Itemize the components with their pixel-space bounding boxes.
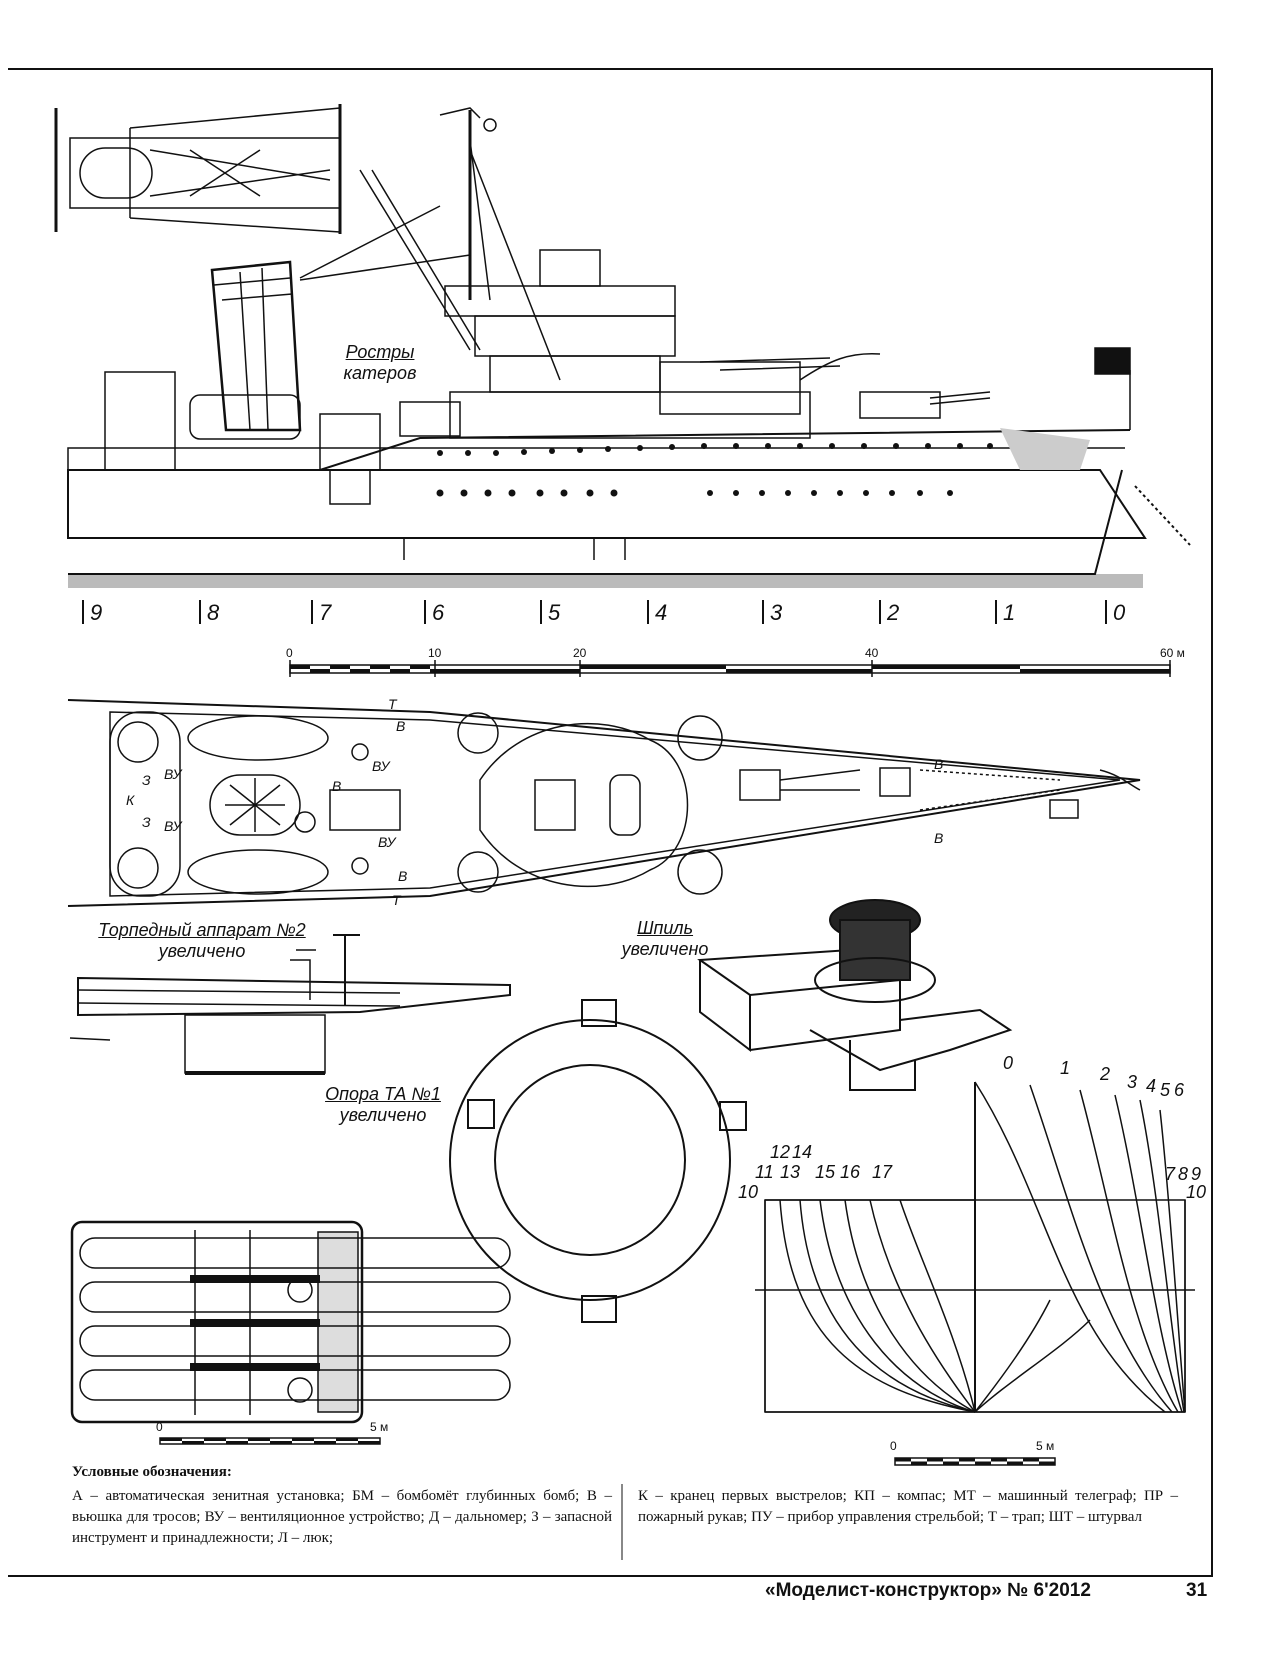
station-4: 4	[1146, 1076, 1157, 1096]
deck-letter-v-2: В	[332, 778, 342, 794]
station-1: 1	[1060, 1058, 1071, 1078]
deck-letter-v-3: В	[398, 868, 408, 884]
deck-letter-vu-4: ВУ	[378, 834, 396, 850]
deck-letter-vu-3: ВУ	[164, 818, 182, 834]
station-6: 6	[1174, 1080, 1185, 1100]
capstan-drawing	[697, 899, 1013, 1091]
main-scale-0: 0	[286, 646, 293, 660]
magazine-title: «Моделист-конструктор» № 6'2012	[765, 1580, 1091, 1601]
frame-mark-2: 2	[887, 600, 900, 625]
deck-letter-z-2: З	[142, 814, 151, 830]
main-scale-40: 40	[865, 646, 879, 660]
station-7: 7	[1165, 1164, 1176, 1184]
body-plan	[755, 1081, 1195, 1413]
frame-mark-0: 0	[1113, 600, 1126, 625]
frame-mark-3: 3	[770, 600, 783, 625]
deck-plan	[67, 699, 1141, 907]
side-profile	[54, 104, 1191, 588]
frame-mark-1: 1	[1003, 600, 1016, 625]
torpedo-tube-drawing	[69, 934, 511, 1075]
ta-support-label: Опора ТА №1 увеличено	[325, 1084, 441, 1125]
frame-mark-ticks	[82, 600, 1107, 624]
main-scale-20: 20	[573, 646, 587, 660]
station-14: 14	[792, 1142, 813, 1162]
station-2: 2	[1100, 1064, 1111, 1084]
station-11: 11	[755, 1162, 774, 1182]
body-plan-scale-bar	[894, 1457, 1056, 1466]
deck-letter-v-1: В	[396, 718, 406, 734]
ta-support-ring	[449, 999, 747, 1323]
station-17: 17	[872, 1162, 893, 1182]
body-plan-scale-0: 0	[890, 1439, 897, 1453]
deck-letter-v-bow-2: В	[934, 830, 944, 846]
detail-scale-0: 0	[156, 1420, 163, 1434]
station-13: 13	[780, 1162, 801, 1182]
deck-letter-z-1: З	[142, 772, 151, 788]
station-0: 0	[1003, 1053, 1014, 1073]
detail-scale-5: 5 м	[370, 1420, 389, 1434]
depth-charge-rack	[70, 1220, 511, 1424]
deck-letter-vu-2: ВУ	[164, 766, 182, 782]
boat-chocks-label: Ростры катеров	[343, 342, 417, 383]
torpedo-tube-label: Торпедный аппарат №2 увеличено	[98, 920, 306, 961]
station-10-right: 10	[1186, 1182, 1207, 1202]
legend-title: Условные обозначения:	[72, 1464, 232, 1480]
legend-left: А – автоматическая зенитная установка; Б…	[72, 1488, 612, 1546]
frame-mark-8: 8	[207, 600, 220, 625]
main-scale-bar	[289, 660, 1171, 677]
page-number: 31	[1186, 1580, 1208, 1601]
capstan-label: Шпиль увеличено	[621, 918, 709, 959]
deck-letter-vu-1: ВУ	[372, 758, 390, 774]
deck-letter-v-bow-1: В	[934, 756, 944, 772]
station-5: 5	[1160, 1080, 1171, 1100]
station-15: 15	[815, 1162, 836, 1182]
station-3: 3	[1127, 1072, 1138, 1092]
frame-mark-4: 4	[655, 600, 668, 625]
deck-letter-t-lower: Т	[392, 892, 401, 908]
main-scale-60: 60 м	[1160, 646, 1185, 660]
station-12: 12	[770, 1142, 791, 1162]
body-plan-scale-5: 5 м	[1036, 1439, 1055, 1453]
page-frame	[8, 68, 1213, 1577]
frame-mark-6: 6	[432, 600, 445, 625]
deck-letter-k: К	[126, 792, 135, 808]
frame-mark-9: 9	[90, 600, 103, 625]
station-10-left: 10	[738, 1182, 759, 1202]
detail-scale-bar	[159, 1437, 381, 1445]
legend-right: К – кранец первых выстрелов; КП – компас…	[638, 1488, 1178, 1525]
station-8: 8	[1178, 1164, 1189, 1184]
station-9: 9	[1191, 1164, 1202, 1184]
main-scale-10: 10	[428, 646, 442, 660]
frame-mark-5: 5	[548, 600, 561, 625]
deck-letter-t-upper: Т	[388, 696, 397, 712]
station-16: 16	[840, 1162, 861, 1182]
frame-mark-7: 7	[319, 600, 332, 625]
